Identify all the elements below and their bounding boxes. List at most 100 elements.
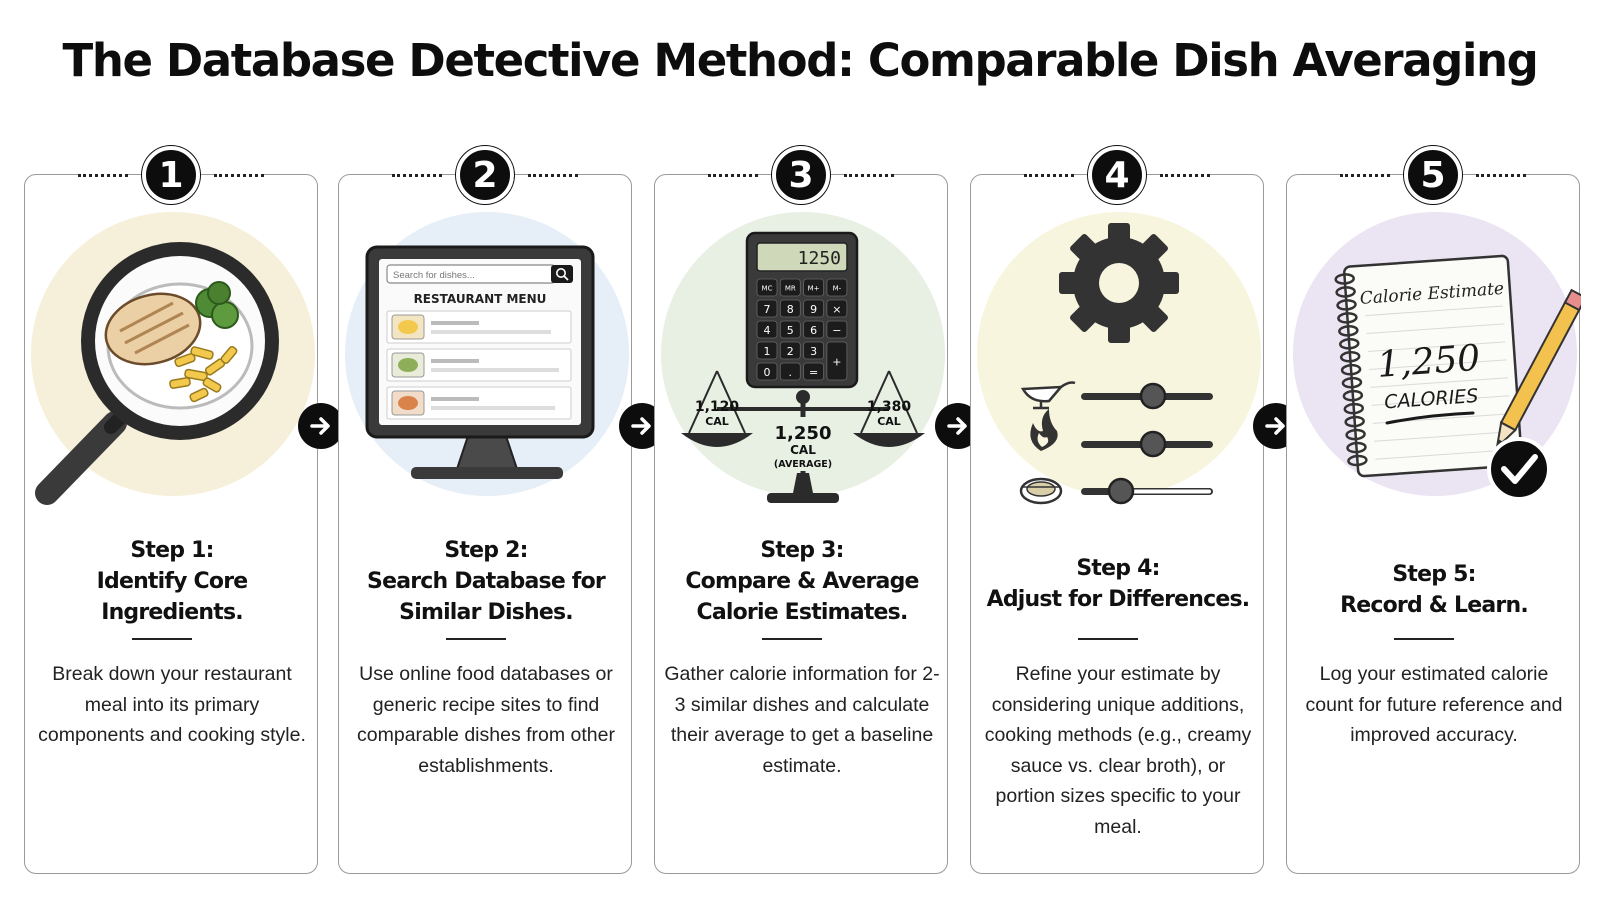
arrow-right-icon [298,403,344,449]
scale-right-unit: CAL [877,415,901,428]
gear-icon [1059,223,1179,343]
divider [1078,638,1138,640]
divider [446,638,506,640]
slider-handle [1107,477,1135,505]
step-badge-row: 4 [971,146,1263,204]
calculator-key-label: − [832,324,841,337]
magnifier-plate-illustration [31,212,315,505]
spiral-ring [1339,350,1361,363]
calculator-key [826,320,848,339]
spiral-ring [1340,363,1362,376]
step-badge-row: 5 [1287,146,1579,204]
spiral-ring [1338,325,1359,337]
calculator-key-label: 5 [787,324,794,337]
calculator-display-value: 1250 [798,248,841,269]
step-badge-row: 1 [25,146,317,204]
calculator-key-label: . [789,366,793,379]
calculator-key [803,299,825,318]
dotted-line [1160,173,1210,177]
calculator-key-label: = [809,366,818,379]
notebook-line [1365,305,1504,317]
calculator-key-label: 0 [764,366,771,379]
spiral-ring [1334,273,1355,285]
scale-center-unit: CAL [790,443,816,457]
step-description: Gather calorie information for 2-3 simil… [664,663,940,777]
calculator-key [756,299,778,318]
notebook-line [1375,449,1514,460]
calculator-key-label: M- [833,285,842,293]
step-heading: Calorie Estimates. [696,600,908,625]
calculator-key [779,320,801,339]
step-heading: Record & Learn. [1340,593,1529,618]
spiral-ring [1344,415,1365,428]
menu-title: RESTAURANT MENU [414,292,547,306]
calculator-key-label: 3 [810,345,817,358]
notebook-illustration: Calorie Estimate 1,250 CALORIES [1293,212,1581,501]
step-number-badge: 4 [1088,146,1146,204]
pasta [169,346,238,403]
dotted-line [1340,173,1390,177]
monitor-menu-illustration: Search for dishes... RESTAURANT MENU [345,212,629,496]
calculator-key [826,341,848,381]
calculator-key [826,299,848,318]
step-heading: Identify Core Ingredients. [96,569,249,625]
bowl-icon [1019,477,1063,505]
dotted-line [528,173,578,177]
menu-row [386,386,572,420]
step-heading: Step 4: [1076,556,1160,581]
calculator-key [803,320,825,339]
calculator-key-label: 2 [787,345,794,358]
scale-left-pan [681,433,753,447]
step-description: Refine your estimate by considering uniq… [984,663,1252,838]
step-number-badge: 3 [772,146,830,204]
step-card-4: 4 [970,146,1264,874]
flame-icon [1030,409,1058,451]
calculator-key [803,362,825,381]
notebook-line [1370,377,1509,388]
notebook-line [1367,341,1506,353]
dotted-line [708,173,758,177]
calculator-key-label: 8 [787,303,794,316]
calculator-key-label: × [832,303,841,316]
dotted-line [214,173,264,177]
step-heading: Search Database for [367,569,606,594]
notebook-line [1374,431,1512,442]
dotted-line [392,173,442,177]
spiral-ring [1346,441,1367,454]
calculator-key [803,341,825,360]
calculator-key-label: 9 [810,303,817,316]
step-heading: Step 2: [444,538,528,563]
notebook-line [1369,359,1507,370]
notebook-lines [1365,305,1514,460]
scale-left-unit: CAL [705,415,729,428]
step-heading: Adjust for Differences. [986,587,1251,612]
calculator-key-label: 4 [764,324,771,337]
spiral-ring [1339,338,1360,350]
calculator-key-label: M+ [808,285,820,293]
calculator-key-label: 7 [764,303,771,316]
search-placeholder: Search for dishes... [393,270,475,281]
step-badge-row: 2 [339,146,631,204]
search-icon [556,267,567,278]
step-number-badge: 5 [1404,146,1462,204]
calculator-key-label: + [832,356,841,369]
calculator-key [756,341,778,360]
scale-right-pan [853,433,925,447]
calculator-key [756,362,778,381]
menu-row [386,348,572,382]
gravy-boat-icon [1020,381,1076,410]
step-badge-row: 3 [655,146,947,204]
step-heading: Step 3: [760,538,844,563]
divider [762,638,822,640]
notebook-value: 1,250 [1376,338,1482,386]
scale-center-note: (AVERAGE) [774,459,832,470]
divider [1394,638,1454,640]
calculator-key [779,299,801,318]
step-card-2: 2 Search for dishes... RESTAURANT MENU [338,146,632,874]
dotted-line [844,173,894,177]
step-card-5: 5 Calorie Estimate 1,250 CALORIES Step 5… [1286,146,1581,874]
spiral-ring [1343,402,1365,415]
scale-center-value: 1,250 [775,423,832,444]
spiral-ring [1347,454,1368,467]
